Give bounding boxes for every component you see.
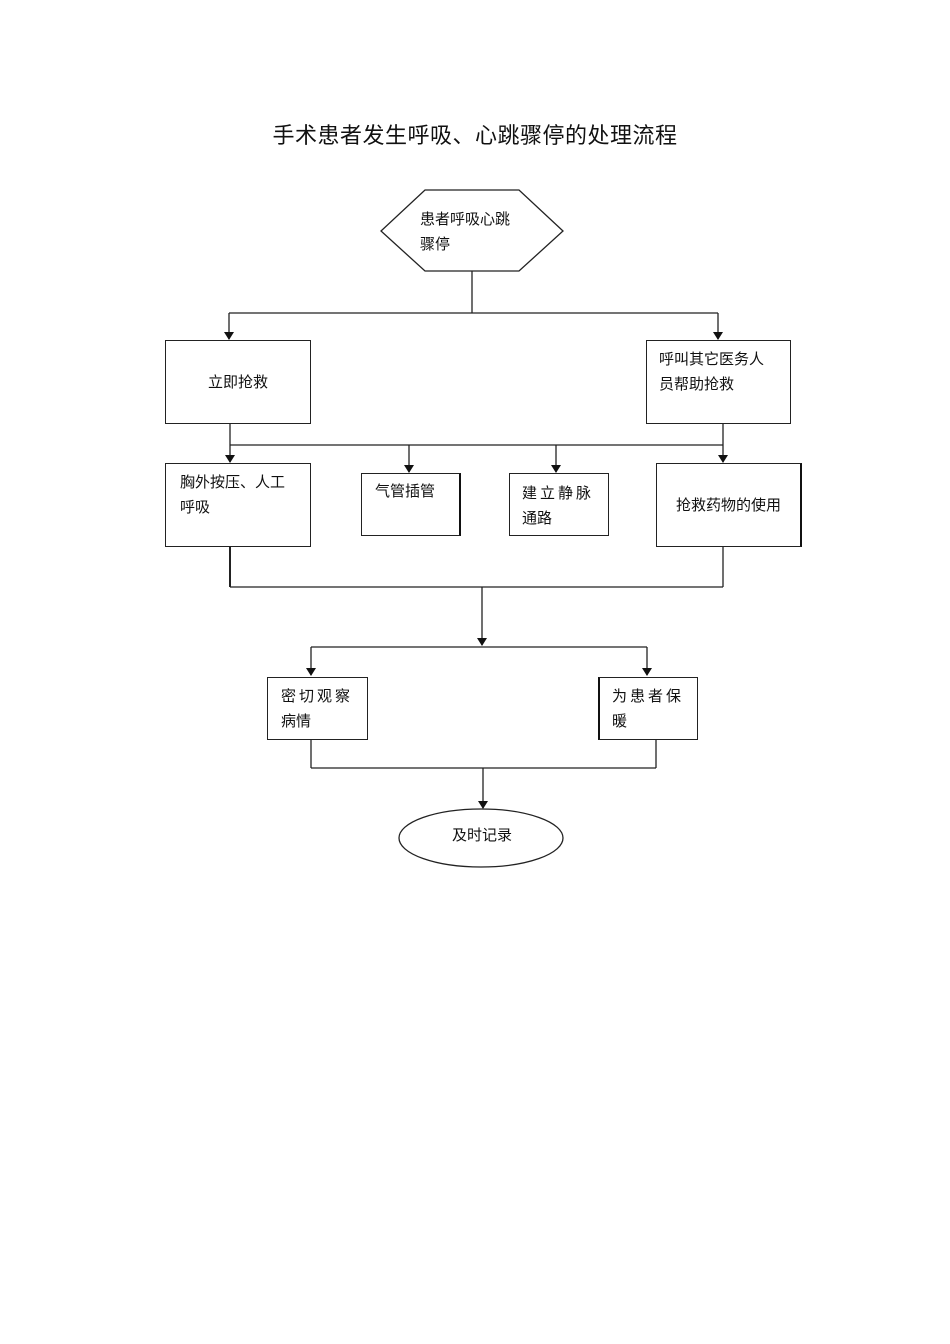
node-start-line2: 骤停	[420, 235, 451, 253]
node-rescue-now-label: 立即抢救	[207, 372, 268, 391]
node-observe-line1: 密切观察	[281, 687, 354, 705]
node-intubation-label: 气管插管	[375, 482, 436, 500]
node-iv-access-line1: 建立静脉	[522, 484, 595, 502]
node-drugs: 抢救药物的使用	[656, 463, 802, 547]
node-call-help-line1: 呼叫其它医务人	[659, 350, 765, 368]
node-start-line1: 患者呼吸心跳	[420, 210, 511, 228]
page-title: 手术患者发生呼吸、心跳骤停的处理流程	[272, 124, 678, 149]
node-record: 及时记录	[420, 822, 544, 848]
node-intubation: 气管插管	[361, 473, 461, 536]
node-iv-access: 建立静脉 通路	[509, 473, 609, 536]
node-cpr-line1: 胸外按压、人工	[180, 473, 286, 491]
node-call-help-line2: 员帮助抢救	[659, 375, 735, 393]
node-drugs-label: 抢救药物的使用	[675, 495, 781, 514]
end-ellipse	[398, 808, 564, 868]
node-keep-warm-line2: 暖	[612, 712, 631, 730]
node-keep-warm-line1: 为患者保	[612, 687, 685, 705]
node-start: 患者呼吸心跳 骤停	[420, 207, 540, 261]
node-iv-access-line2: 通路	[522, 509, 553, 527]
node-call-help: 呼叫其它医务人 员帮助抢救	[646, 340, 791, 424]
node-record-label: 及时记录	[451, 825, 512, 844]
node-cpr: 胸外按压、人工 呼吸	[165, 463, 311, 547]
start-hexagon	[380, 189, 564, 272]
node-cpr-line2: 呼吸	[180, 498, 211, 516]
node-observe: 密切观察 病情	[267, 677, 368, 740]
node-keep-warm: 为患者保 暖	[598, 677, 698, 740]
node-observe-line2: 病情	[281, 712, 312, 730]
node-rescue-now: 立即抢救	[165, 340, 311, 424]
